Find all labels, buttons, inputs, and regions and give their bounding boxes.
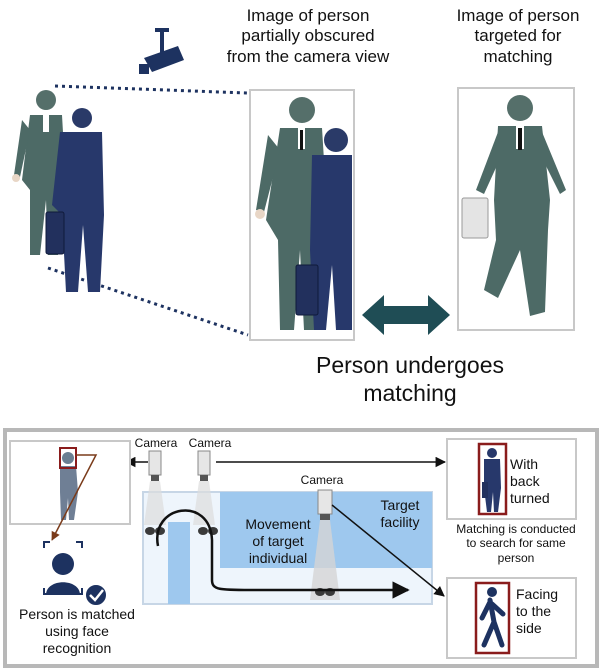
label-line: With bbox=[510, 456, 538, 472]
frame-navy-suit-man bbox=[295, 128, 352, 330]
note-line: Matching is conducted bbox=[456, 522, 576, 536]
view-line-top bbox=[54, 84, 249, 95]
caption-line: matching bbox=[483, 46, 553, 66]
note-line: person bbox=[497, 550, 535, 565]
caption-line: Image of person bbox=[246, 6, 370, 25]
label-line: back bbox=[510, 472, 540, 489]
camera3-link-arrow bbox=[331, 504, 445, 597]
side-facing-label: Facing to the side bbox=[516, 586, 576, 636]
side-walking-person-icon bbox=[479, 587, 506, 648]
camera-label-2: Camera bbox=[188, 436, 232, 450]
caption-line: recognition bbox=[42, 639, 112, 656]
caption-obscured-image: Image of person partially obscured from … bbox=[218, 6, 398, 67]
matching-double-arrow bbox=[362, 295, 450, 335]
caption-line: Person is matched bbox=[19, 606, 135, 622]
caption-line: from the camera view bbox=[226, 46, 390, 66]
label-line: facility bbox=[380, 513, 420, 530]
label-line: Movement bbox=[245, 516, 311, 532]
scene-navy-suit-man bbox=[45, 108, 104, 292]
heading-line: Person undergoes bbox=[316, 352, 504, 378]
camera-icon-3 bbox=[310, 489, 340, 600]
caption-line: using face bbox=[45, 622, 109, 639]
camera-icon-1 bbox=[144, 450, 166, 525]
back-turned-label: With back turned bbox=[510, 456, 560, 506]
matching-note: Matching is conducted to search for same… bbox=[440, 522, 592, 565]
movement-label: Movement of target individual bbox=[236, 516, 320, 566]
face-recognition-icon bbox=[43, 541, 83, 595]
back-turned-person bbox=[482, 448, 501, 512]
label-line: individual bbox=[248, 549, 308, 566]
target-gray-suit-man bbox=[461, 95, 566, 316]
caption-target-image: Image of person targeted for matching bbox=[444, 6, 592, 67]
face-highlight-box bbox=[59, 447, 77, 469]
label-line: of target bbox=[252, 532, 304, 549]
label-line: turned bbox=[510, 489, 550, 506]
camera-icon-2 bbox=[193, 450, 215, 525]
side-facing-frame bbox=[446, 577, 577, 659]
caption-line: partially obscured bbox=[241, 26, 375, 46]
face-to-icon-arrow bbox=[51, 454, 98, 541]
ceiling-camera-icon bbox=[139, 28, 184, 74]
check-badge-icon bbox=[84, 583, 108, 607]
caption-line: targeted for bbox=[474, 26, 562, 46]
note-line: to search for same bbox=[466, 536, 566, 551]
back-turned-highlight-box bbox=[477, 442, 508, 516]
face-recognition-caption: Person is matched using face recognition bbox=[4, 606, 150, 656]
camera-label-3: Camera bbox=[300, 473, 344, 487]
label-line: side bbox=[516, 619, 542, 636]
matching-heading: Person undergoes matching bbox=[290, 352, 530, 407]
side-facing-highlight-box bbox=[474, 581, 511, 655]
target-facility-label: Target facility bbox=[372, 497, 428, 531]
face-capture-person bbox=[60, 452, 78, 520]
heading-line: matching bbox=[363, 379, 457, 406]
label-line: to the bbox=[516, 602, 552, 619]
label-line: Target bbox=[380, 497, 420, 513]
caption-line: Image of person bbox=[456, 6, 580, 25]
camera-label-1: Camera bbox=[134, 436, 178, 450]
view-line-bottom bbox=[47, 266, 249, 337]
back-turned-frame bbox=[446, 438, 577, 520]
label-line: Facing bbox=[516, 586, 559, 602]
movement-path bbox=[156, 509, 410, 599]
